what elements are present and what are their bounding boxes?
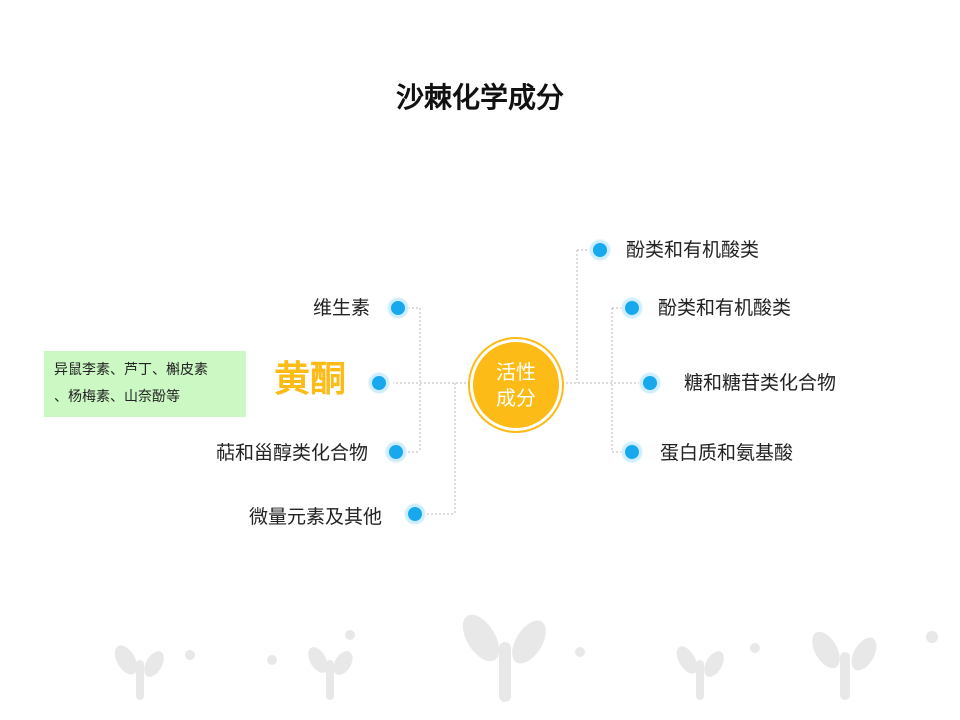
node-dot-terpenes: [386, 442, 406, 462]
label-vitamins: 维生素: [312, 297, 370, 319]
node-dot-flavonoids: [369, 373, 389, 393]
label-sugars: 糖和糖苷类化合物: [684, 372, 837, 394]
node-dot-sugars: [640, 373, 660, 393]
flavonoid-note: 异鼠李素、芦丁、槲皮素 、杨梅素、山奈酚等: [44, 351, 246, 417]
label-proteins: 蛋白质和氨基酸: [660, 442, 794, 464]
hub-line-2: 成分: [496, 386, 536, 410]
hub-node: 活性 成分: [470, 339, 562, 431]
sprout-icon: [114, 645, 164, 700]
sprout-icon: [462, 614, 546, 702]
node-dot-phenols-2: [622, 298, 642, 318]
label-phenols-2: 酚类和有机酸类: [658, 297, 792, 319]
page-title: 沙棘化学成分: [395, 81, 564, 114]
node-dot-phenols-1: [590, 240, 610, 260]
hub-line-1: 活性: [496, 360, 536, 384]
label-trace-elements: 微量元素及其他: [248, 506, 382, 528]
label-flavonoids: 黄酮: [274, 359, 347, 400]
flavonoid-note-line-2: 、杨梅素、山奈酚等: [54, 389, 180, 405]
label-phenols-1: 酚类和有机酸类: [626, 239, 760, 261]
label-terpenes: 萜和甾醇类化合物: [215, 442, 368, 464]
sprout-icon: [812, 631, 877, 700]
sprout-icon: [676, 646, 724, 700]
sprout-icon: [308, 647, 353, 700]
node-dot-vitamins: [388, 298, 408, 318]
sprout-icons: [114, 614, 938, 702]
node-dot-proteins: [622, 442, 642, 462]
flavonoid-note-line-1: 异鼠李素、芦丁、槲皮素: [54, 362, 208, 378]
node-dot-trace-elements: [405, 504, 425, 524]
